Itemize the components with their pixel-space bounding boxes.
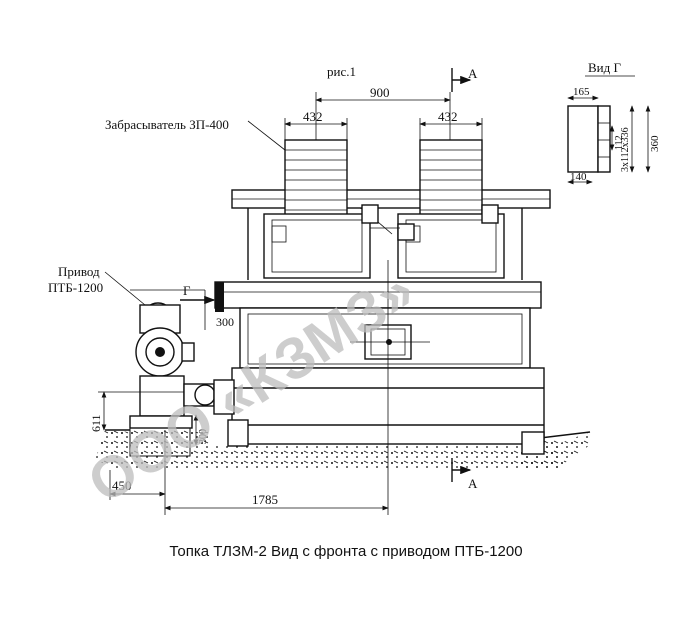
drive-unit <box>129 289 235 429</box>
feeder-label: Забрасыватель ЗП-400 <box>105 117 229 132</box>
section-mark-bottom: А <box>468 476 478 491</box>
dim-165: 165 <box>573 86 590 98</box>
drive-label-line1: Привод <box>58 264 100 279</box>
view-mark: Г <box>183 283 191 298</box>
view-g-label: Вид Г <box>588 60 621 75</box>
dim-1785: 1785 <box>252 492 278 507</box>
dim-611: 611 <box>89 414 103 432</box>
dim-300-horizontal: 300 <box>216 315 234 329</box>
dim-900: 900 <box>370 85 390 100</box>
figure-caption: Топка ТЛЗМ-2 Вид с фронта с приводом ПТБ… <box>169 543 523 560</box>
dim-300-vertical: 300 <box>198 429 209 444</box>
dim-450: 450 <box>112 478 132 493</box>
dim-432-left: 432 <box>303 109 323 124</box>
drive-label-line2: ПТБ-1200 <box>48 280 103 295</box>
dim-3x112: 3х112х336 <box>620 127 631 172</box>
dim-360: 360 <box>649 135 661 152</box>
dimension-lines <box>98 92 483 515</box>
feeder-right <box>397 139 505 279</box>
dim-432-right: 432 <box>438 109 458 124</box>
section-arrows <box>180 68 472 482</box>
dim-140: 140 <box>570 171 587 183</box>
view-g-detail <box>567 75 651 185</box>
dim-112: 112 <box>614 135 625 150</box>
section-mark-top: А <box>468 66 478 81</box>
figure-label: рис.1 <box>327 64 356 79</box>
feeder-left <box>263 139 379 279</box>
